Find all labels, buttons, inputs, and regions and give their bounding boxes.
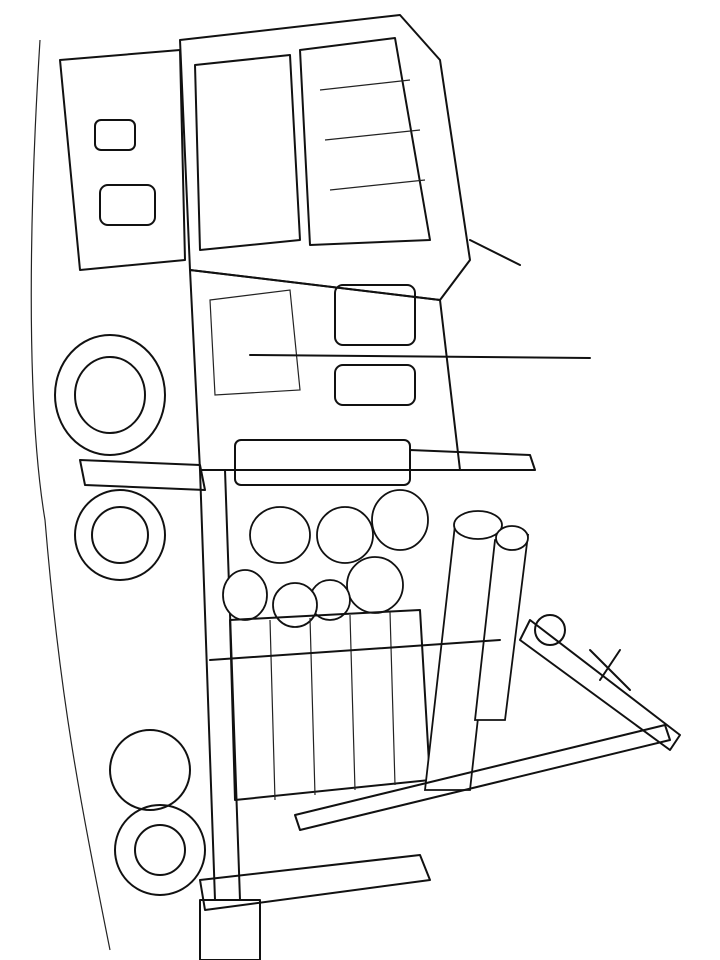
wheels [54,334,206,896]
crane-arm [209,614,681,831]
log-load [222,489,530,801]
bumper [59,49,186,271]
rear-frame [199,854,431,911]
mirror [334,364,416,406]
mirror [334,284,416,346]
exhaust-pipe [234,439,411,486]
headlight [94,119,136,151]
headlight [99,184,156,226]
truck-cab [59,14,591,471]
antenna [249,354,591,359]
ground-line [30,39,111,951]
chassis-rail [199,469,241,901]
